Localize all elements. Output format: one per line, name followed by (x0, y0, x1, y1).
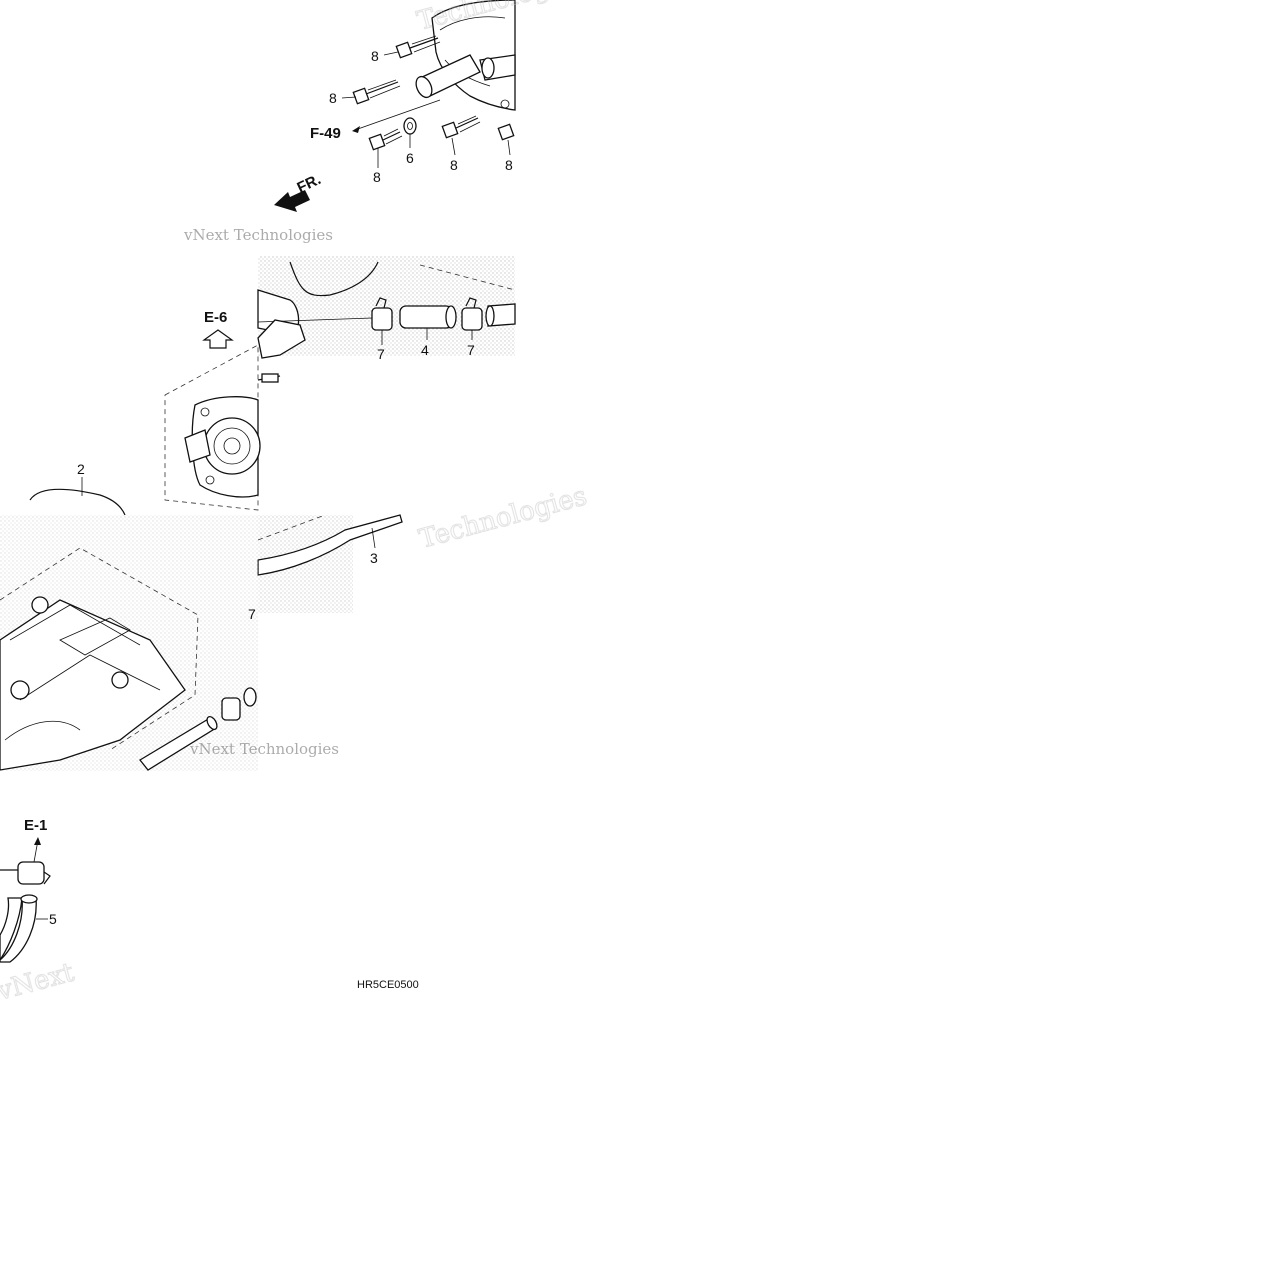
callout-pipe-long: 3 (370, 550, 378, 566)
callout-bolt-e: 8 (505, 157, 513, 173)
clamp-left (371, 297, 393, 331)
hose-bent: E-1 5 (0, 817, 57, 963)
gasket: 2 (29, 461, 126, 516)
callout-hose-short: 4 (421, 342, 429, 358)
up-arrow-icon (202, 329, 234, 349)
callout-bolt-b: 8 (329, 90, 337, 106)
bolt-b (352, 79, 401, 105)
front-direction-arrow-icon (274, 190, 310, 212)
washer (403, 117, 417, 135)
pipe-long: 3 (257, 514, 403, 613)
watermark-text-c: vNext (0, 957, 78, 1007)
bolt-d (441, 115, 481, 139)
callout-bolt-c: 8 (373, 169, 381, 185)
drawing-code: HR5CE0500 (357, 979, 419, 991)
callout-gasket: 2 (77, 461, 85, 477)
clamp-lower (221, 687, 257, 721)
bolt-c (368, 128, 403, 151)
callout-bolt-a: 8 (371, 48, 379, 64)
hose-panel: 7 4 7 E-6 (202, 256, 516, 362)
watermark-text-a: vNext Technologies (183, 226, 333, 244)
callout-bolt-d: 8 (450, 157, 458, 173)
reference-e1: E-1 (24, 817, 47, 834)
watermark-text-d: Technologies (416, 481, 590, 555)
top-panel: 8 8 8 6 8 8 F-49 FR. (274, 0, 516, 212)
bolt-e (497, 123, 515, 141)
callout-washer: 6 (406, 150, 414, 166)
bolt-a (395, 35, 441, 59)
reference-f49: F-49 (310, 125, 341, 142)
engine-block-panel: 7 (0, 515, 258, 771)
callout-clamp-lower: 7 (248, 606, 256, 622)
reference-e6: E-6 (204, 309, 227, 326)
watermark-text-e: vNext Technologies (189, 740, 339, 758)
pump-body-panel (164, 319, 306, 511)
front-direction-label: FR. (295, 171, 324, 197)
callout-clamp-right: 7 (467, 342, 475, 358)
hose-short (399, 305, 457, 329)
watermark: vNext Technologies Technologies vNext Te… (0, 0, 591, 1008)
callout-hose-bent: 5 (49, 911, 57, 927)
callout-clamp-left: 7 (377, 346, 385, 362)
